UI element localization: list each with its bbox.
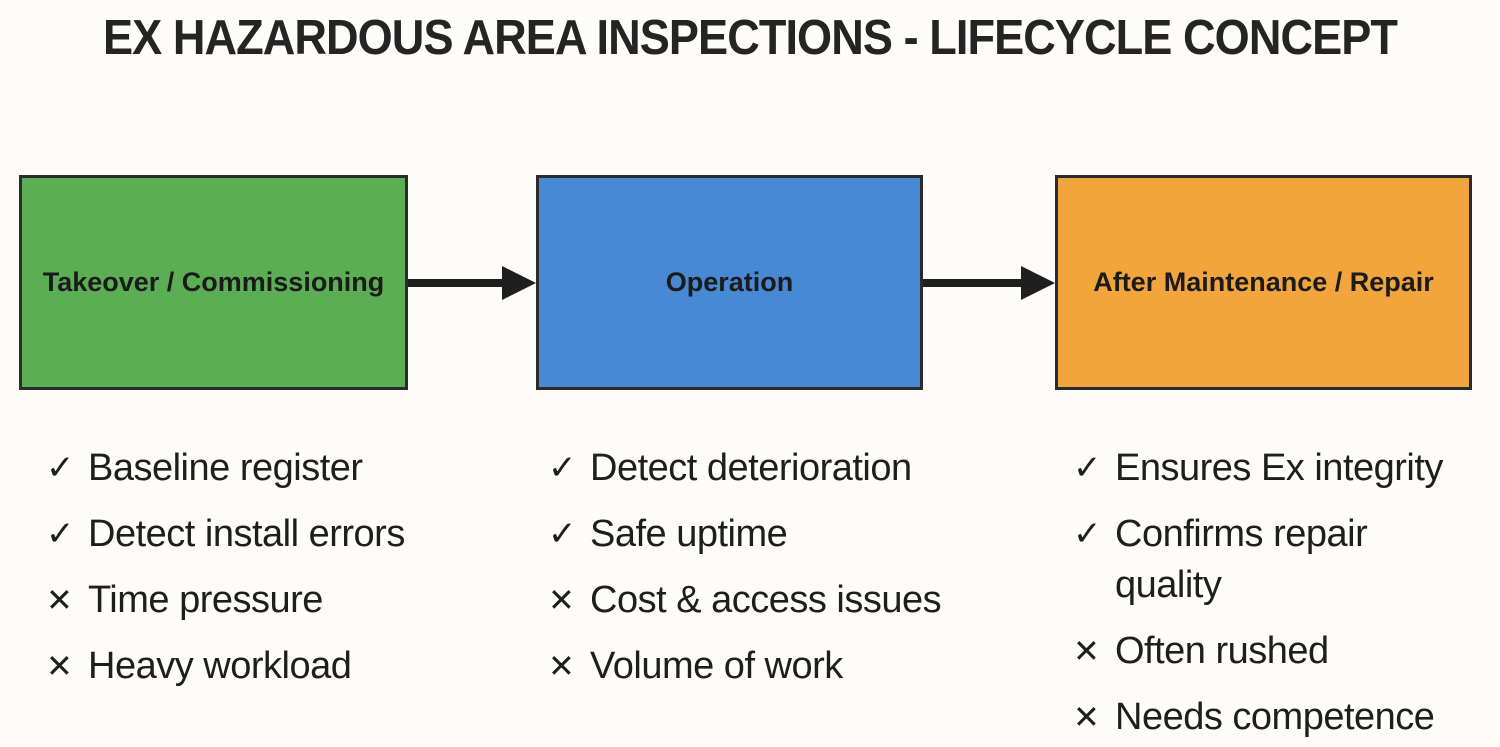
list-item: ✓ Safe uptime (548, 509, 978, 560)
list-item: ✓ Detect install errors (46, 509, 476, 560)
stage-box-takeover-commissioning: Takeover / Commissioning (19, 175, 408, 390)
stage-label-operation: Operation (665, 267, 794, 297)
list-item: ✕ Volume of work (548, 641, 978, 692)
list-item-text: Ensures Ex integrity (1115, 447, 1443, 489)
stage-box-operation: Operation (536, 175, 923, 390)
cross-icon: ✕ (548, 581, 575, 619)
list-item: ✓ Detect deterioration (548, 443, 978, 494)
list-item-text: Safe uptime (590, 513, 788, 555)
check-icon: ✓ (548, 514, 577, 554)
stage-list-takeover-commissioning: ✓ Baseline register ✓ Detect install err… (46, 443, 476, 692)
list-item-text: Heavy workload (88, 645, 352, 687)
list-item-text: Time pressure (88, 579, 323, 621)
list-item-text: Cost & access issues (590, 579, 942, 621)
page-title: EX HAZARDOUS AREA INSPECTIONS - LIFECYCL… (102, 11, 1398, 65)
list-item-text: Often rushed (1115, 630, 1329, 672)
arrow-right-icon (408, 266, 536, 300)
list-item: ✕ Time pressure (46, 575, 476, 626)
check-icon: ✓ (1073, 448, 1102, 488)
list-item: ✓ Confirms repair quality (1073, 509, 1473, 611)
list-item-text: Needs competence (1115, 696, 1435, 738)
list-item-text: Volume of work (590, 645, 843, 687)
list-item: ✕ Needs competence (1073, 692, 1473, 743)
cross-icon: ✕ (1073, 698, 1100, 736)
list-item-text: Detect deterioration (590, 447, 912, 489)
stage-box-after-maintenance-repair: After Maintenance / Repair (1055, 175, 1472, 390)
check-icon: ✓ (46, 448, 75, 488)
cross-icon: ✕ (46, 647, 73, 685)
list-item: ✕ Cost & access issues (548, 575, 978, 626)
stage-list-after-maintenance-repair: ✓ Ensures Ex integrity ✓ Confirms repair… (1073, 443, 1473, 743)
list-item-text: Detect install errors (88, 513, 405, 555)
check-icon: ✓ (548, 448, 577, 488)
stage-label-after-maintenance-repair: After Maintenance / Repair (1093, 267, 1434, 297)
list-item-text: Confirms repair quality (1115, 513, 1368, 606)
list-item-text: Baseline register (88, 447, 363, 489)
check-icon: ✓ (46, 514, 75, 554)
list-item: ✓ Ensures Ex integrity (1073, 443, 1473, 494)
cross-icon: ✕ (1073, 632, 1100, 670)
list-item: ✕ Often rushed (1073, 626, 1473, 677)
check-icon: ✓ (1073, 514, 1102, 554)
stage-label-takeover-commissioning: Takeover / Commissioning (42, 267, 385, 297)
list-item: ✓ Baseline register (46, 443, 476, 494)
cross-icon: ✕ (46, 581, 73, 619)
cross-icon: ✕ (548, 647, 575, 685)
stage-list-operation: ✓ Detect deterioration ✓ Safe uptime ✕ C… (548, 443, 978, 692)
arrow-right-icon (923, 266, 1055, 300)
list-item: ✕ Heavy workload (46, 641, 476, 692)
